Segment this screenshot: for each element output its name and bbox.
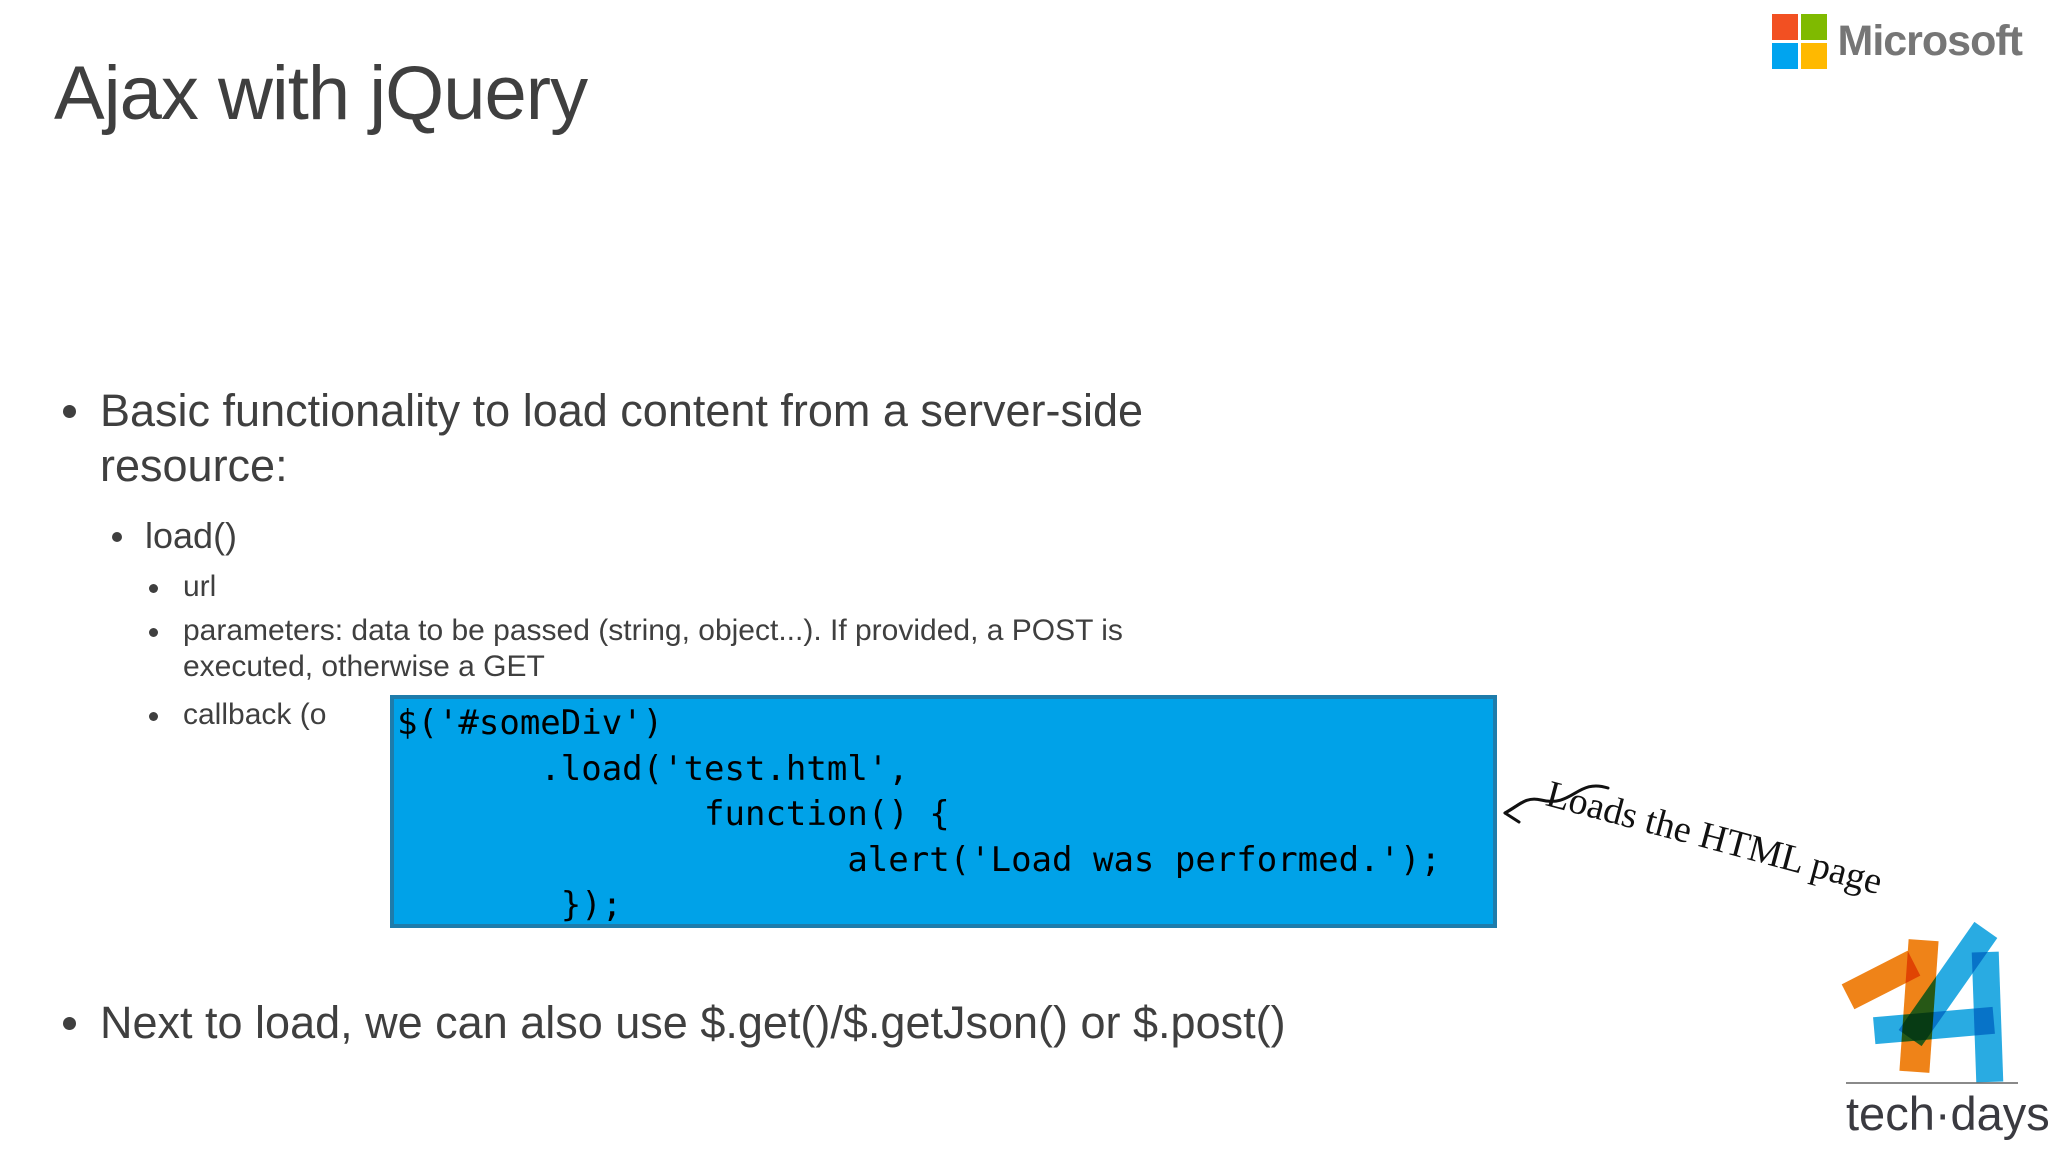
bullet-dot: [149, 584, 158, 593]
sub-bullet-load: load(): [145, 515, 238, 556]
techdays-14-icon: [1841, 921, 2022, 1083]
bullet-dot: [149, 712, 158, 721]
techdays-wordmark: tech·days: [1846, 1087, 2048, 1140]
techdays-divider: [1846, 1082, 2018, 1084]
bullet-dot: [63, 405, 76, 418]
code-line: });: [397, 885, 623, 925]
microsoft-square-green: [1800, 14, 1827, 40]
techdays-logo: tech·days: [1841, 921, 2048, 1141]
sub-bullet-parameters-line1: parameters: data to be passed (string, o…: [183, 614, 1123, 647]
microsoft-logo-icon: [1771, 14, 1827, 69]
code-line: $('#someDiv'): [397, 703, 664, 743]
code-line: function() {: [397, 794, 950, 834]
bullet1-line2: resource:: [100, 440, 288, 491]
microsoft-square-yellow: [1800, 43, 1827, 69]
microsoft-square-red: [1771, 14, 1798, 40]
microsoft-square-blue: [1771, 43, 1798, 69]
microsoft-wordmark: Microsoft: [1837, 17, 2023, 65]
bullet2: Next to load, we can also use $.get()/$.…: [100, 997, 1286, 1048]
bullet1-line1: Basic functionality to load content from…: [100, 385, 1143, 436]
annotation-text: Loads the HTML page: [1541, 772, 1887, 904]
bullet-dot: [112, 532, 122, 542]
digit-4-stem: [1971, 951, 2004, 1083]
bullet-dot: [63, 1017, 76, 1030]
code-line: alert('Load was performed.');: [397, 839, 1441, 880]
sub-bullet-url: url: [183, 570, 217, 603]
microsoft-logo: Microsoft: [1771, 14, 2023, 69]
code-line: .load('test.html',: [397, 748, 909, 789]
page-title: Ajax with jQuery: [54, 51, 588, 136]
annotation-arrow-icon: [1503, 784, 1610, 824]
bullet-dot: [149, 628, 158, 637]
sub-bullet-parameters-line2: executed, otherwise a GET: [183, 650, 545, 683]
sub-bullet-callback: callback (o: [183, 698, 327, 731]
code-block: $('#someDiv') .load('test.html', functio…: [390, 695, 1497, 928]
